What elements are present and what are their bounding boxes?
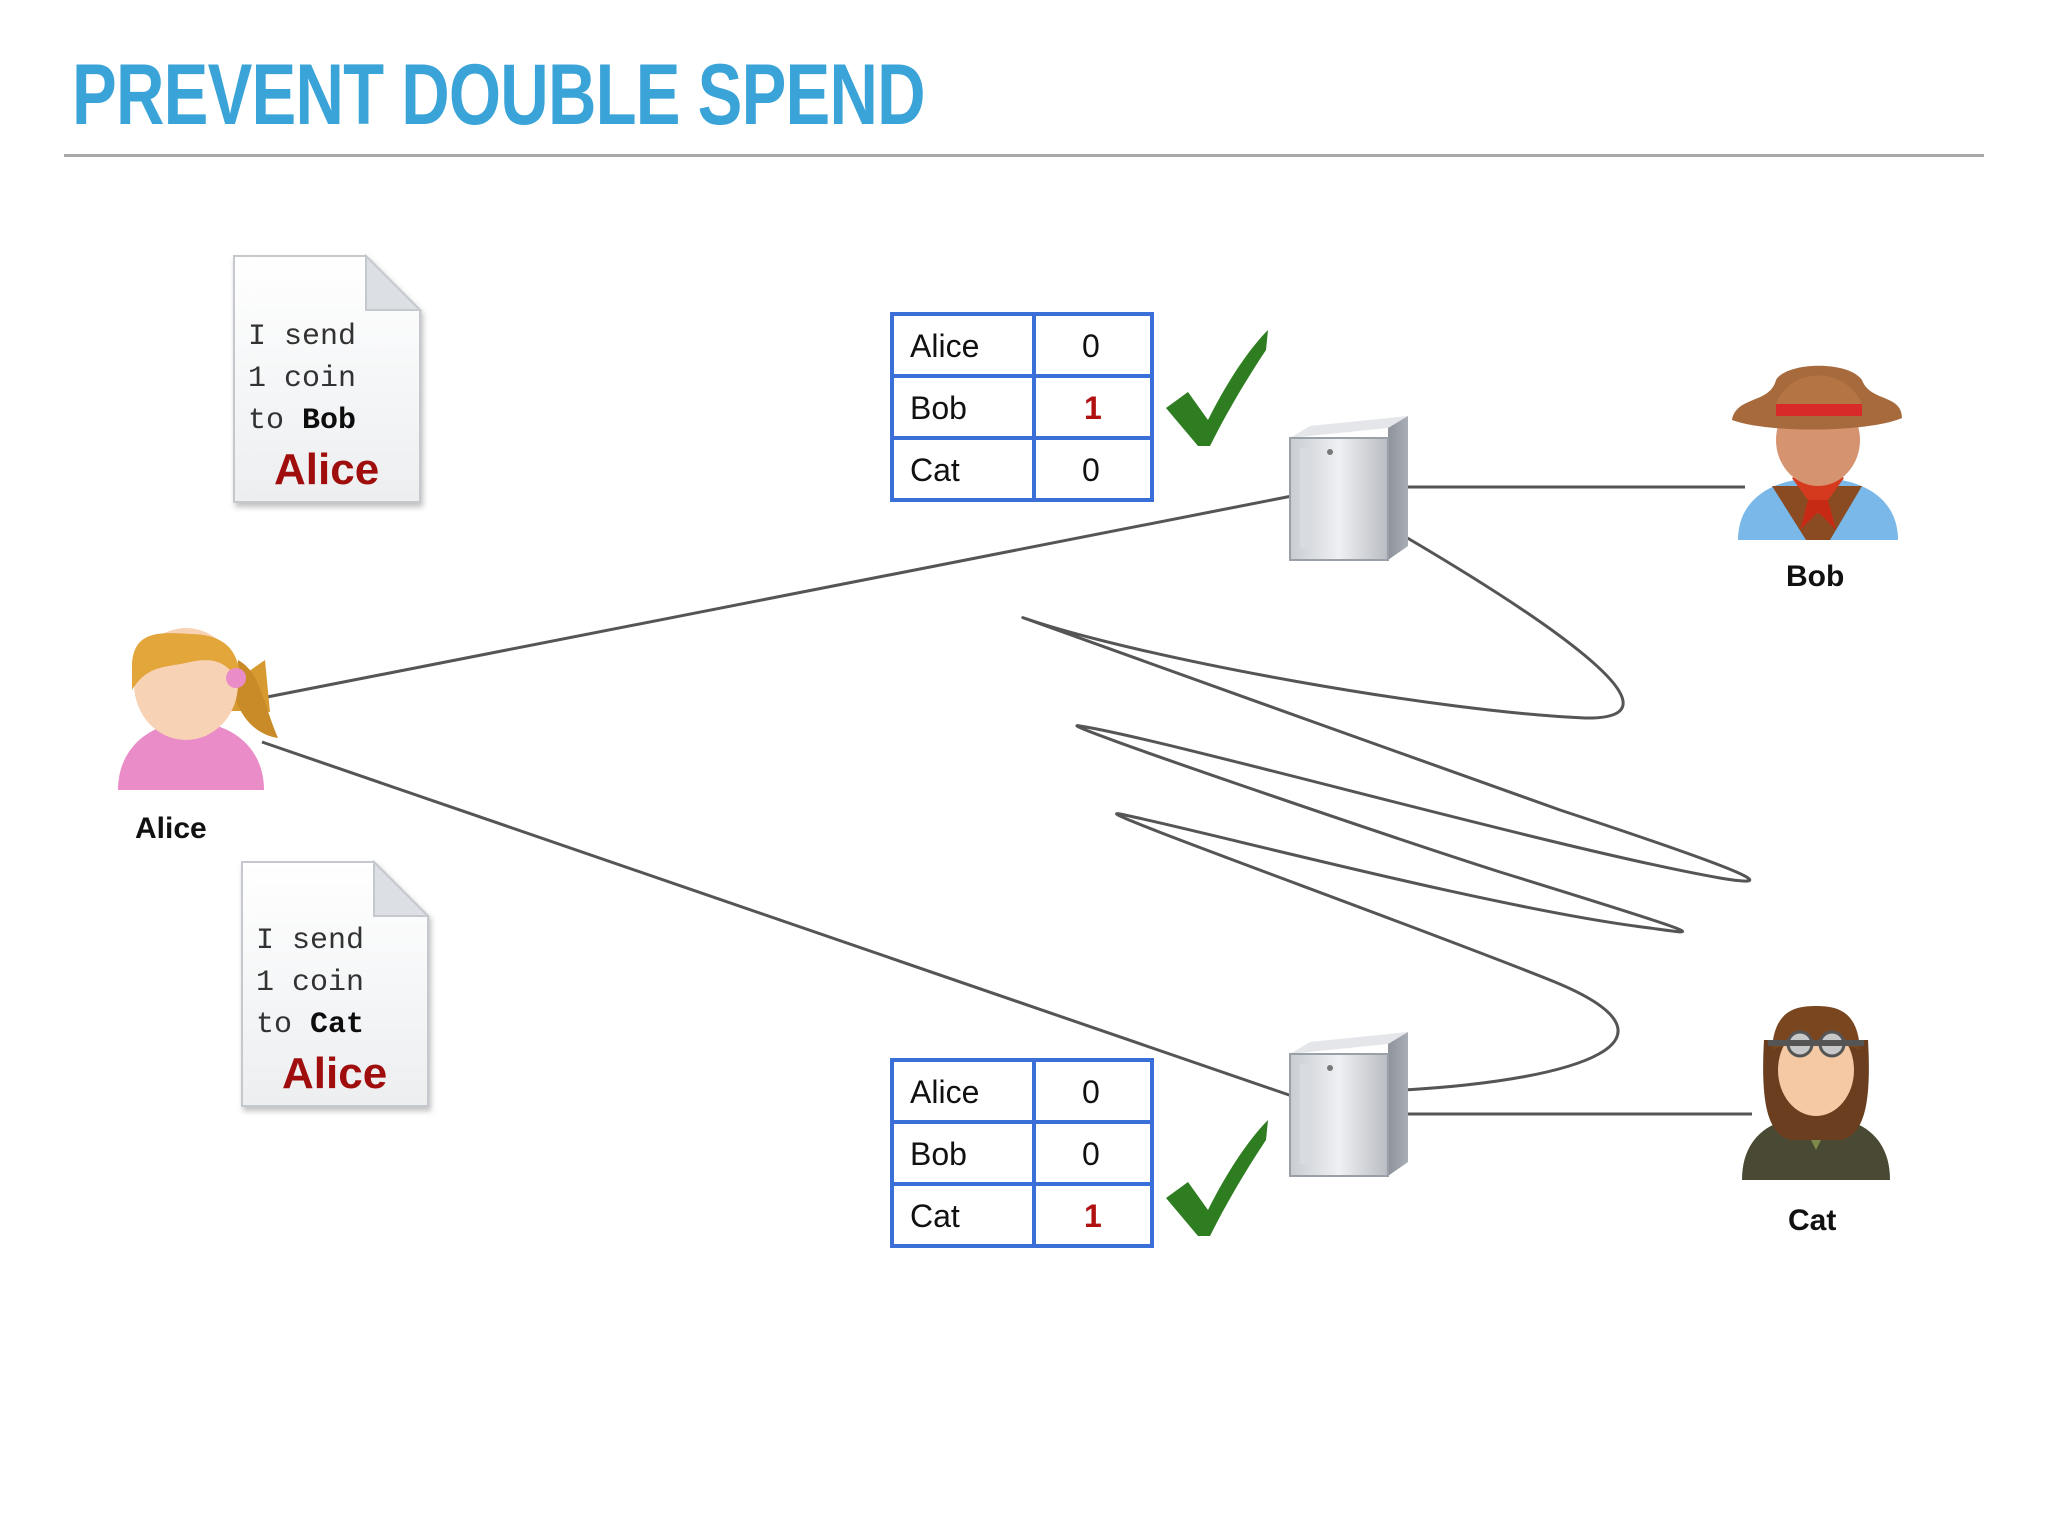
link-alice-server-bottom — [261, 740, 1293, 1098]
ledger-cell-value: 0 — [1082, 328, 1100, 364]
bob-avatar-icon — [1732, 365, 1902, 540]
alice-avatar-icon — [118, 628, 278, 790]
message-document-to-cat: I send 1 coin to Cat Alice — [241, 859, 431, 1107]
doc-signature: Alice — [282, 1049, 387, 1098]
cat-label: Cat — [1788, 1204, 1836, 1237]
doc-line-2: 1 coin — [248, 362, 356, 396]
cat-avatar-icon — [1742, 1006, 1890, 1180]
checkmark-icon — [1166, 1120, 1268, 1236]
ledger-table-top: Alice 0 Bob 1 Cat 0 — [890, 312, 1154, 502]
ledger-cell-name: Alice — [910, 1074, 979, 1110]
bob-label: Bob — [1786, 560, 1844, 593]
connections — [261, 485, 1752, 1116]
doc-recipient: Bob — [302, 404, 356, 438]
ledger-cell-value: 1 — [1084, 1198, 1102, 1234]
ledger-cell-name: Alice — [910, 328, 979, 364]
link-alice-server-top — [261, 494, 1293, 700]
doc-line-3: to Bob — [248, 404, 356, 438]
server-icon — [1289, 416, 1408, 561]
message-document-to-bob: I send 1 coin to Bob Alice — [233, 253, 423, 503]
doc-line-3-prefix: to — [248, 404, 302, 438]
ledger-cell-name: Bob — [910, 390, 967, 426]
doc-line-3-prefix: to — [256, 1008, 310, 1042]
title-divider — [64, 154, 1984, 157]
checkmark-icon — [1166, 330, 1268, 446]
doc-line-2: 1 coin — [256, 966, 364, 1000]
ledger-cell-value: 0 — [1082, 1136, 1100, 1172]
ledger-cell-name: Cat — [910, 452, 960, 488]
ledger-cell-value: 1 — [1084, 390, 1102, 426]
doc-recipient: Cat — [310, 1008, 364, 1042]
doc-line-1: I send — [248, 320, 356, 354]
ledger-cell-value: 0 — [1082, 452, 1100, 488]
ledger-cell-name: Cat — [910, 1198, 960, 1234]
ledger-table-bottom: Alice 0 Bob 0 Cat 1 — [890, 1058, 1154, 1248]
slide-title: PREVENT DOUBLE SPEND — [72, 47, 926, 143]
doc-line-3: to Cat — [256, 1008, 364, 1042]
ledger-cell-name: Bob — [910, 1136, 967, 1172]
doc-signature: Alice — [274, 445, 379, 494]
ledger-cell-value: 0 — [1082, 1074, 1100, 1110]
doc-line-1: I send — [256, 924, 364, 958]
alice-label: Alice — [135, 812, 207, 845]
server-icon — [1289, 1032, 1408, 1177]
link-servers-tangled — [1021, 534, 1752, 1092]
